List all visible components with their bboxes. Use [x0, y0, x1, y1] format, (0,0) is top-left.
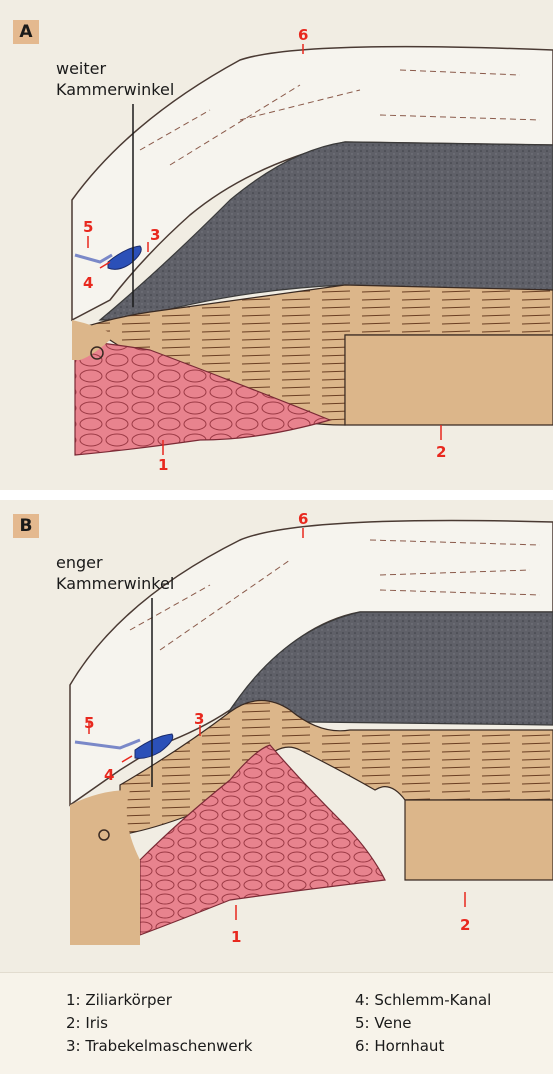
panel-a-angle-label-line1: weiter	[56, 58, 174, 79]
panel-b-marker-1: 1	[231, 930, 241, 945]
panel-b-angle-label-line1: enger	[56, 552, 174, 573]
panel-b-marker-3: 3	[194, 712, 204, 727]
panel-b-angle-label: enger Kammerwinkel	[56, 552, 174, 594]
legend-item-vene: 5: Vene	[355, 1012, 491, 1035]
panel-divider	[0, 490, 553, 500]
panel-a-marker-2: 2	[436, 445, 446, 460]
panel-a-marker-5: 5	[83, 220, 93, 235]
legend-item-schlemm-kanal: 4: Schlemm-Kanal	[355, 989, 491, 1012]
panel-b-marker-4: 4	[104, 768, 114, 783]
panel-a-angle-label: weiter Kammerwinkel	[56, 58, 174, 100]
legend-right-column: 4: Schlemm-Kanal 5: Vene 6: Hornhaut	[355, 989, 491, 1058]
legend-item-ziliarkoerper: 1: Ziliarkörper	[66, 989, 252, 1012]
legend-item-iris: 2: Iris	[66, 1012, 252, 1035]
panel-b-badge: B	[13, 514, 39, 538]
panel-b-marker-6: 6	[298, 512, 308, 527]
legend-left-column: 1: Ziliarkörper 2: Iris 3: Trabekelmasch…	[66, 989, 252, 1058]
panel-a-badge: A	[13, 20, 39, 44]
panel-a-angle-label-line2: Kammerwinkel	[56, 79, 174, 100]
panel-b-angle-label-line2: Kammerwinkel	[56, 573, 174, 594]
panel-a-marker-4: 4	[83, 276, 93, 291]
legend-item-hornhaut: 6: Hornhaut	[355, 1035, 491, 1058]
panel-a-marker-1: 1	[158, 458, 168, 473]
panel-b-marker-5: 5	[84, 716, 94, 731]
panel-a-marker-3: 3	[150, 228, 160, 243]
legend-item-trabekelmaschenwerk: 3: Trabekelmaschenwerk	[66, 1035, 252, 1058]
legend: 1: Ziliarkörper 2: Iris 3: Trabekelmasch…	[0, 972, 553, 1074]
panel-a: A weiter Kammerwinkel 1 2 3 4 5 6	[0, 0, 553, 490]
panel-a-marker-6: 6	[298, 28, 308, 43]
panel-b: B enger Kammerwinkel 1 2 3 4 5 6	[0, 500, 553, 970]
panel-b-marker-2: 2	[460, 918, 470, 933]
